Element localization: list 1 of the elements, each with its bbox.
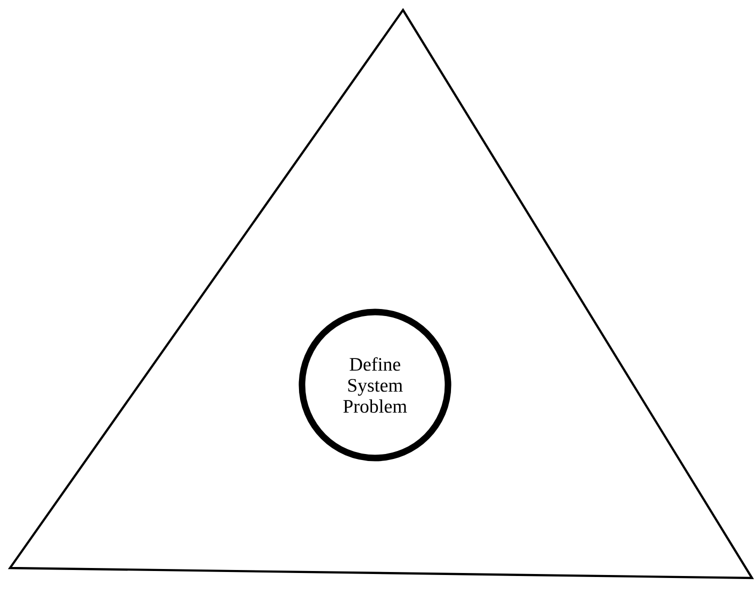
circle-node: Define System Problem — [298, 308, 452, 462]
